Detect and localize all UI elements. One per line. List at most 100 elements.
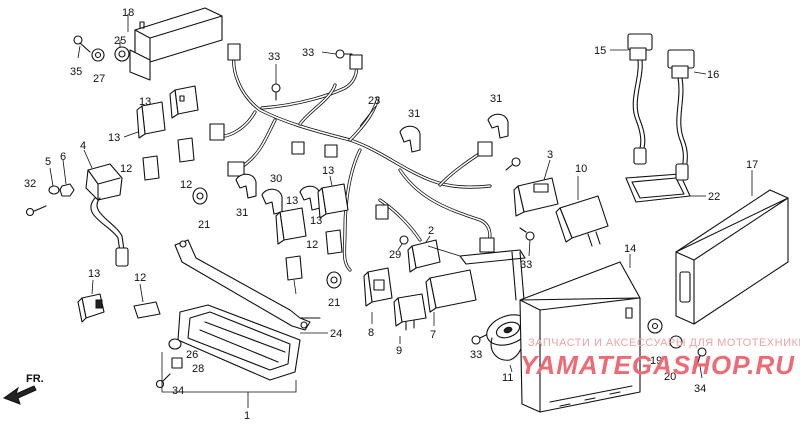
part-19-grommet xyxy=(647,318,663,334)
callout-13-c: 13 xyxy=(286,195,298,207)
callout-13-b: 13 xyxy=(108,132,120,144)
callout-3: 3 xyxy=(547,149,553,161)
callout-25: 25 xyxy=(114,35,126,47)
watermark-site: YAMATEGASHOP.RU xyxy=(520,350,795,380)
part-31-clamp-a xyxy=(399,125,421,153)
part-21-grommet-a xyxy=(192,187,208,205)
callout-24: 24 xyxy=(330,328,342,340)
part-31-clamp-b xyxy=(487,113,509,139)
part-23-main-wire-harness xyxy=(209,43,495,272)
part-8-relay xyxy=(363,267,393,324)
callout-21-a: 21 xyxy=(198,219,210,231)
part-13-relay-e xyxy=(275,207,307,245)
callout-33-top-a: 33 xyxy=(268,51,280,63)
callout-8: 8 xyxy=(368,327,374,339)
part-2-relay xyxy=(407,235,441,273)
callout-31-b: 31 xyxy=(490,93,502,105)
callout-21-b: 21 xyxy=(328,297,340,309)
callout-14: 14 xyxy=(624,243,636,255)
part-28-clip xyxy=(171,357,183,369)
callout-13-e: 13 xyxy=(88,268,100,280)
part-31-clamp-c xyxy=(235,173,257,199)
callout-22: 22 xyxy=(708,191,720,203)
callout-4: 4 xyxy=(80,140,86,152)
callout-29: 29 xyxy=(389,249,401,261)
callout-32: 32 xyxy=(24,178,36,190)
part-33-bolt-b xyxy=(321,49,353,59)
part-25-nut xyxy=(114,40,130,62)
front-direction-arrow xyxy=(2,385,37,405)
callout-11: 11 xyxy=(502,372,513,384)
part-30-clamp xyxy=(261,188,283,215)
callout-26: 26 xyxy=(186,349,198,361)
callout-2: 2 xyxy=(428,225,434,237)
callout-13-a: 13 xyxy=(139,96,151,108)
callout-12-d: 12 xyxy=(134,272,146,284)
callout-33-mid: 33 xyxy=(520,259,532,271)
part-13-relay-a xyxy=(169,85,199,119)
callout-34-left: 34 xyxy=(172,385,184,397)
part-10-control-unit xyxy=(555,176,609,247)
callout-30: 30 xyxy=(270,173,282,185)
front-label: FR. xyxy=(26,373,44,385)
part-12-connector-e xyxy=(285,255,303,295)
part-bracket-stay xyxy=(427,245,526,301)
part-35-bolt xyxy=(73,35,91,59)
callout-19: 19 xyxy=(650,355,662,367)
callout-12-c: 12 xyxy=(306,239,318,251)
callout-labels: 18 25 35 27 33 33 15 16 13 13 23 31 31 4… xyxy=(24,7,758,422)
callout-12-a: 12 xyxy=(120,163,132,175)
part-34-bolt-left xyxy=(155,373,171,389)
part-18-control-unit xyxy=(127,7,223,81)
part-15-connector-lead xyxy=(610,33,653,165)
callout-12-b: 12 xyxy=(180,179,192,191)
part-5-washer xyxy=(48,167,60,195)
callout-17: 17 xyxy=(746,159,758,171)
part-20-collar xyxy=(669,335,683,349)
callout-13-f: 13 xyxy=(310,215,322,227)
callout-27: 27 xyxy=(93,73,105,85)
callout-15: 15 xyxy=(594,45,606,57)
part-4-relay-with-cable xyxy=(83,149,129,267)
callout-7: 7 xyxy=(430,329,436,341)
part-12-connector-d xyxy=(325,229,343,255)
callout-23: 23 xyxy=(368,95,380,107)
part-33-bolt-c xyxy=(505,157,521,171)
watermark: ЗАПЧАСТИ И АКСЕССУАРЫ ДЛЯ МОТОТЕХНИКИ YA… xyxy=(520,337,800,380)
callout-1: 1 xyxy=(244,410,250,422)
callout-35: 35 xyxy=(70,66,82,78)
watermark-tagline: ЗАПЧАСТИ И АКСЕССУАРЫ ДЛЯ МОТОТЕХНИКИ xyxy=(528,337,800,349)
part-31-clamp-d xyxy=(299,185,321,211)
part-29-bolt xyxy=(397,235,409,251)
part-26-collar xyxy=(168,338,182,350)
part-12-connector-b xyxy=(177,137,195,163)
part-13-relay-b xyxy=(123,101,166,139)
part-13-relay-d xyxy=(317,175,349,219)
part-21-grommet-b xyxy=(326,271,342,289)
callout-10: 10 xyxy=(575,163,587,175)
part-17-control-unit xyxy=(675,170,789,325)
part-33-bolt-d xyxy=(519,227,535,257)
part-16-connector-lead xyxy=(667,49,707,181)
part-33-bolt-a xyxy=(271,64,281,101)
part-9-relay xyxy=(393,293,427,344)
callout-33-top-b: 33 xyxy=(302,47,314,59)
callout-31-c: 31 xyxy=(236,207,248,219)
part-3-relay xyxy=(513,159,559,217)
part-33-bolt-e xyxy=(471,333,489,345)
callout-16: 16 xyxy=(707,69,719,81)
part-1-bracket-group-outline xyxy=(161,352,297,408)
callout-6: 6 xyxy=(60,151,66,163)
callout-13-d: 13 xyxy=(322,165,334,177)
callout-31-a: 31 xyxy=(408,108,420,120)
callout-18: 18 xyxy=(122,7,134,19)
callout-20: 20 xyxy=(664,371,676,383)
part-rail-bracket xyxy=(174,239,321,331)
callout-33-low: 33 xyxy=(470,349,482,361)
part-27-grommet xyxy=(91,48,105,62)
part-34-bolt-right xyxy=(695,347,707,379)
callout-9: 9 xyxy=(396,345,402,357)
part-7-relay xyxy=(425,269,477,326)
part-13-relay-c xyxy=(77,279,105,323)
